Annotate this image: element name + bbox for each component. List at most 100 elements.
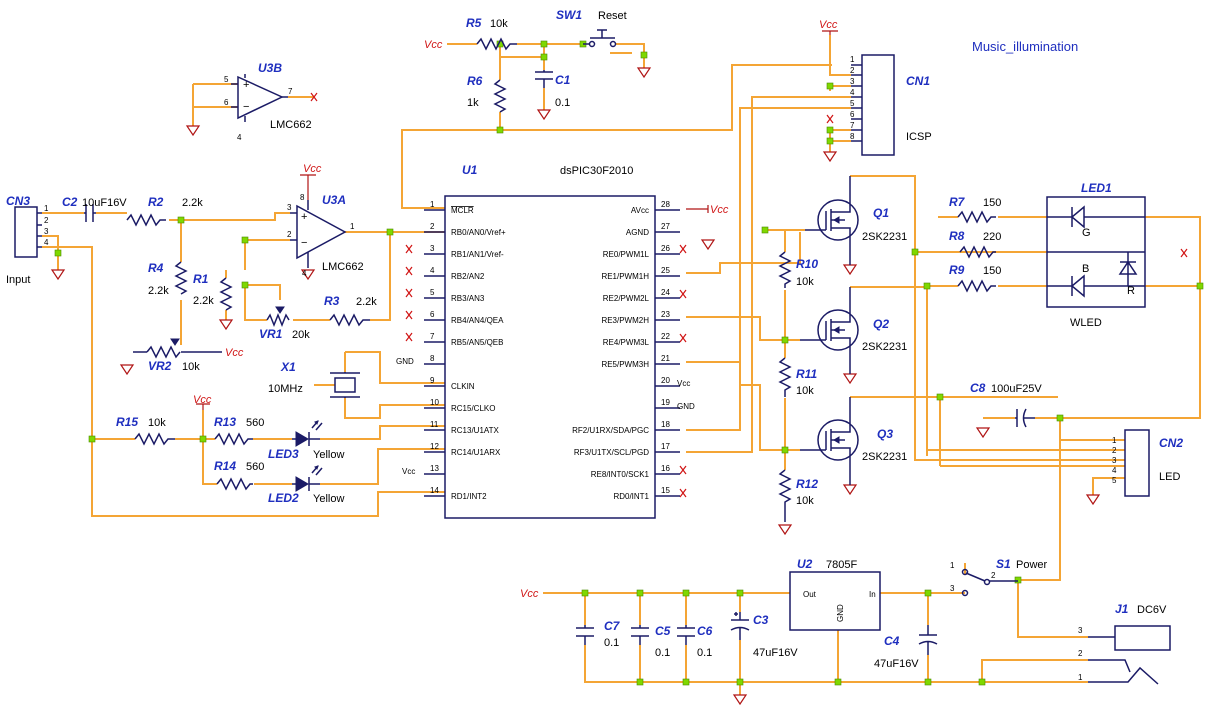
svg-text:LMC662: LMC662	[270, 119, 312, 131]
j1-dc-jack: 3 2 1	[1078, 625, 1171, 685]
u1-pin-number: 10	[430, 398, 439, 407]
u1-pin-number: 15	[661, 486, 670, 495]
cn3-pin2: 2	[44, 216, 49, 225]
u1-pin-name: RB2/AN2	[451, 272, 485, 281]
u1-pin-name: RB3/AN3	[451, 294, 485, 303]
svg-text:R1: R1	[193, 272, 209, 286]
vcc-label: Vcc	[819, 19, 838, 31]
svg-text:2: 2	[1078, 649, 1083, 658]
vcc-label: Vcc	[520, 588, 539, 600]
u2-regulator: Out In GND	[789, 571, 881, 631]
u1-pin-name: RE4/PWM3L	[603, 338, 650, 347]
svg-text:Q3: Q3	[877, 427, 893, 441]
svg-text:+: +	[301, 211, 307, 223]
cn2-pin1: 1	[1112, 436, 1117, 445]
svg-text:220: 220	[983, 231, 1001, 243]
svg-text:10k: 10k	[796, 276, 814, 288]
svg-text:Yellow: Yellow	[313, 449, 344, 461]
svg-text:R14: R14	[214, 459, 236, 473]
svg-text:150: 150	[983, 265, 1001, 277]
svg-text:ICSP: ICSP	[906, 131, 932, 143]
u1-pin-name: RB4/AN4/QEA	[451, 316, 504, 325]
no-connect-marks	[310, 92, 1188, 498]
cn3-input-connector: 1 2 3 4	[14, 204, 49, 258]
u1-pin-number: 20	[661, 376, 670, 385]
svg-text:Reset: Reset	[598, 10, 627, 22]
svg-text:R6: R6	[467, 74, 483, 88]
u1-pin-number: 4	[430, 266, 435, 275]
sw1-reset-switch	[583, 29, 617, 48]
svg-text:+: +	[243, 79, 249, 91]
cn1-pin3: 3	[850, 77, 855, 86]
u1-pin-number: 9	[430, 376, 435, 385]
svg-text:R4: R4	[148, 261, 164, 275]
q2-mosfet	[800, 287, 859, 374]
junction-dots	[54, 40, 1204, 686]
svg-text:4: 4	[302, 269, 307, 278]
svg-text:VR2: VR2	[148, 359, 172, 373]
svg-text:CN1: CN1	[906, 74, 930, 88]
svg-text:R8: R8	[949, 229, 965, 243]
svg-text:2.2k: 2.2k	[356, 296, 377, 308]
svg-text:4: 4	[237, 133, 242, 142]
u1-pin-name: RE1/PWM1H	[601, 272, 649, 281]
svg-text:B: B	[1082, 263, 1089, 275]
u1-pin-number: 12	[430, 442, 439, 451]
cn2-led-connector: 1 2 3 4 5	[1112, 429, 1150, 497]
u1-pin-number: 25	[661, 266, 670, 275]
u1-pin-name: RE3/PWM2H	[601, 316, 649, 325]
svg-text:LED2: LED2	[268, 491, 299, 505]
svg-text:R5: R5	[466, 16, 482, 30]
svg-text:10k: 10k	[148, 417, 166, 429]
svg-text:WLED: WLED	[1070, 317, 1102, 329]
svg-text:560: 560	[246, 461, 264, 473]
svg-text:R10: R10	[796, 257, 818, 271]
svg-text:2.2k: 2.2k	[182, 197, 203, 209]
vcc-label: Vcc	[193, 394, 212, 406]
led2-symbol	[292, 465, 323, 492]
vcc-labels: Vcc Vcc Vcc Vcc Vcc Vcc Vcc Vcc Vcc GND …	[193, 19, 838, 600]
svg-text:2.2k: 2.2k	[148, 285, 169, 297]
u1-pin-name: RC15/CLKO	[451, 404, 495, 413]
svg-text:Q2: Q2	[873, 317, 889, 331]
svg-text:C1: C1	[555, 73, 571, 87]
u1-pin-number: 27	[661, 222, 670, 231]
svg-text:G: G	[1082, 227, 1091, 239]
svg-text:C8: C8	[970, 381, 986, 395]
u1-pin-name: RD1/INT2	[451, 492, 487, 501]
u1-pin-number: 18	[661, 420, 670, 429]
svg-text:GND: GND	[836, 604, 845, 622]
cn1-pin4: 4	[850, 88, 855, 97]
u1-pin-number: 6	[430, 310, 435, 319]
u1-pin-name: RB1/AN1/Vref-	[451, 250, 504, 259]
svg-text:R2: R2	[148, 195, 164, 209]
q3-mosfet	[800, 397, 859, 485]
svg-text:R15: R15	[116, 415, 138, 429]
u1-pin-number: 26	[661, 244, 670, 253]
svg-text:Power: Power	[1016, 559, 1048, 571]
u1-pin-name: RE0/PWM1L	[603, 250, 650, 259]
svg-text:R13: R13	[214, 415, 236, 429]
svg-text:LED3: LED3	[268, 447, 299, 461]
cn1-pin6: 6	[850, 110, 855, 119]
u1-pin-name: RE5/PWM3H	[601, 360, 649, 369]
u1-pin-name: CLKIN	[451, 382, 475, 391]
cn1-pin1: 1	[850, 55, 855, 64]
u1-pin-number: 22	[661, 332, 670, 341]
vcc-label: Vcc	[225, 347, 244, 359]
cn2-pin5: 5	[1112, 476, 1117, 485]
svg-text:Out: Out	[803, 590, 817, 599]
svg-text:100uF25V: 100uF25V	[991, 383, 1042, 395]
u1-microcontroller: 1MCLR2RB0/AN0/Vref+3RB1/AN1/Vref-4RB2/AN…	[424, 195, 680, 519]
u1-pin-name: AGND	[626, 228, 649, 237]
u1-pin-number: 2	[430, 222, 435, 231]
u1-pin-name: RE2/PWM2L	[603, 294, 650, 303]
cn2-pin4: 4	[1112, 466, 1117, 475]
svg-text:8: 8	[300, 193, 305, 202]
svg-text:DC6V: DC6V	[1137, 604, 1167, 616]
ground-symbols	[50, 67, 1101, 706]
svg-text:2SK2231: 2SK2231	[862, 231, 907, 243]
cn1-icsp-connector: 1 2 3 4 5 6 7 8	[850, 54, 895, 156]
svg-text:6: 6	[224, 98, 229, 107]
